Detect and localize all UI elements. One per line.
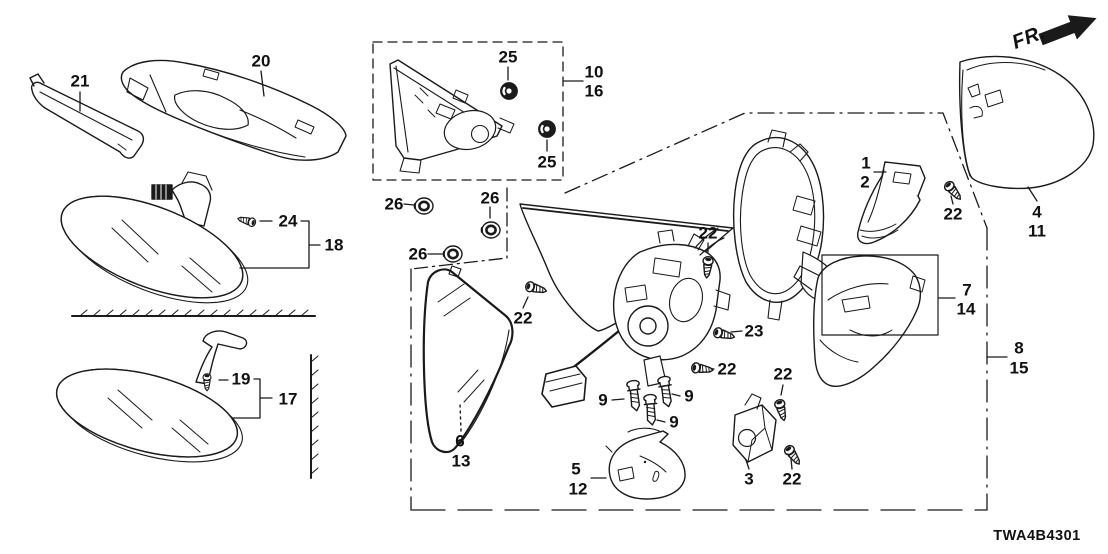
callout-26-b: 26: [480, 188, 500, 208]
lower-housing-part-7-14: [793, 255, 926, 387]
callout-11: 11: [1028, 221, 1046, 241]
callout-22-a: 22: [513, 308, 533, 328]
leader-lines: [79, 66, 1038, 479]
break-lines: [71, 309, 319, 479]
screw-9-right: [656, 374, 676, 409]
screw-22-glass: [523, 280, 549, 297]
grommet-26-b: [480, 220, 502, 240]
callout-6: 6: [455, 431, 465, 451]
callout-26-a: 26: [384, 194, 404, 214]
camera-unit-part-3: [732, 393, 777, 463]
screw-22-cap: [942, 179, 965, 204]
callout-23: 23: [744, 321, 764, 341]
callout-5: 5: [571, 459, 581, 479]
callout-10: 10: [584, 62, 604, 82]
mirror-actuator-assembly: [541, 227, 731, 408]
rearview-mirror-part-18: [60, 171, 249, 304]
callout-12: 12: [568, 479, 588, 499]
callout-1: 1: [861, 153, 871, 173]
callout-25-b: 25: [537, 152, 557, 172]
callout-18: 18: [324, 235, 344, 255]
screw-22-bottom: [782, 443, 804, 468]
fr-direction-arrow: [1038, 15, 1097, 46]
mirror-cap-part-4-11: [958, 55, 1095, 190]
callout-19: 19: [231, 369, 251, 389]
screw-9-left: [625, 379, 644, 413]
mirror-housing-body: [732, 129, 841, 321]
callout-8: 8: [1014, 338, 1024, 358]
callout-14: 14: [956, 299, 976, 319]
screw-22-mid: [690, 361, 715, 376]
nut-25-b: [537, 119, 557, 139]
rearview-mirror-part-17: [55, 330, 248, 463]
mount-cover-part-20: [120, 59, 347, 161]
base-cover-part-5-12: [605, 427, 686, 500]
callout-7: 7: [962, 280, 972, 300]
callout-9-c: 9: [669, 412, 679, 432]
callout-13: 13: [451, 451, 471, 471]
callout-22-c: 22: [717, 359, 737, 379]
callout-3: 3: [744, 469, 754, 489]
callout-22-f: 22: [943, 204, 963, 224]
callout-22-b: 22: [698, 223, 718, 243]
screw-22-lower: [773, 397, 790, 423]
grommet-26-c: [442, 244, 464, 264]
callout-26-c: 26: [408, 244, 428, 264]
turn-signal-lamp-part-1-2: [857, 161, 926, 245]
callout-17: 17: [278, 389, 298, 409]
mirror-glass-part-6-13: [422, 265, 514, 454]
diagram-code: TWA4B4301: [993, 528, 1081, 544]
corner-garnish-part-21: [29, 73, 145, 159]
callout-15: 15: [1009, 358, 1029, 378]
callout-16: 16: [584, 81, 604, 101]
callout-22-d: 22: [773, 364, 793, 384]
screw-24: [236, 213, 258, 228]
callout-9-b: 9: [684, 386, 694, 406]
screw-9-middle: [642, 393, 660, 427]
mirror-base-assembly-part-10-16: [389, 59, 515, 174]
grommet-26-a: [413, 196, 435, 216]
callout-22-e: 22: [782, 469, 802, 489]
assembly-boundary-lines: [372, 41, 988, 511]
callout-4: 4: [1032, 202, 1042, 222]
callout-24: 24: [278, 211, 298, 231]
callout-21: 21: [70, 71, 90, 91]
callout-20: 20: [251, 51, 271, 71]
screw-19: [202, 373, 212, 392]
callout-2: 2: [860, 172, 870, 192]
nut-25-a: [499, 81, 519, 101]
callout-25-a: 25: [498, 47, 518, 67]
screw-23: [711, 326, 737, 343]
callout-9-a: 9: [598, 390, 608, 410]
